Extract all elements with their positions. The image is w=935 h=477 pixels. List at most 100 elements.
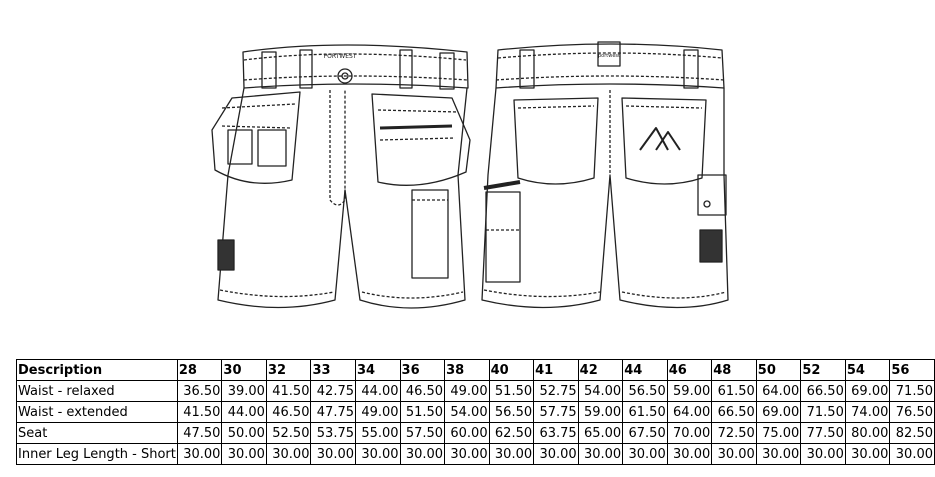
brand-logo-back: portwest bbox=[598, 53, 620, 59]
table-cell: 47.50 bbox=[176, 422, 223, 444]
table-cell: 30.00 bbox=[533, 443, 579, 465]
table-cell: 66.50 bbox=[800, 380, 846, 402]
table-cell: 67.50 bbox=[622, 422, 668, 444]
row-label: Waist - relaxed bbox=[16, 380, 178, 402]
table-cell: 41.50 bbox=[265, 380, 312, 402]
row-label: Seat bbox=[16, 422, 178, 444]
header-size: 38 bbox=[444, 359, 490, 381]
table-cell: 30.00 bbox=[755, 443, 802, 465]
table-cell: 59.00 bbox=[666, 380, 713, 402]
table-cell: 54.00 bbox=[577, 380, 624, 402]
row-label: Waist - extended bbox=[16, 401, 178, 423]
table-cell: 30.00 bbox=[265, 443, 312, 465]
table-cell: 66.50 bbox=[711, 401, 757, 423]
table-cell: 57.75 bbox=[533, 401, 579, 423]
table-cell: 53.75 bbox=[310, 422, 356, 444]
table-cell: 69.00 bbox=[755, 401, 802, 423]
table-cell: 46.50 bbox=[265, 401, 312, 423]
table-cell: 30.00 bbox=[221, 443, 267, 465]
table-cell: 52.50 bbox=[265, 422, 312, 444]
table-cell: 42.75 bbox=[310, 380, 356, 402]
table-cell: 30.00 bbox=[577, 443, 624, 465]
table-cell: 30.00 bbox=[889, 443, 935, 465]
table-cell: 77.50 bbox=[800, 422, 846, 444]
table-cell: 30.00 bbox=[666, 443, 713, 465]
table-cell: 74.00 bbox=[844, 401, 891, 423]
shorts-front-view bbox=[211, 44, 471, 309]
table-cell: 51.50 bbox=[488, 380, 535, 402]
table-cell: 64.00 bbox=[755, 380, 802, 402]
table-cell: 71.50 bbox=[889, 380, 935, 402]
table-cell: 76.50 bbox=[889, 401, 935, 423]
brand-logo: PORTWEST bbox=[324, 53, 357, 60]
table-cell: 61.50 bbox=[622, 401, 668, 423]
table-cell: 75.00 bbox=[755, 422, 802, 444]
header-size: 32 bbox=[265, 359, 312, 381]
header-size: 56 bbox=[889, 359, 935, 381]
table-cell: 30.00 bbox=[622, 443, 668, 465]
header-size: 44 bbox=[622, 359, 668, 381]
shorts-technical-drawings: PORTWEST portwest bbox=[211, 41, 729, 309]
table-cell: 65.00 bbox=[577, 422, 624, 444]
table-cell: 63.75 bbox=[533, 422, 579, 444]
header-size: 40 bbox=[488, 359, 535, 381]
table-cell: 62.50 bbox=[488, 422, 535, 444]
table-cell: 52.75 bbox=[533, 380, 579, 402]
table-cell: 71.50 bbox=[800, 401, 846, 423]
table-cell: 46.50 bbox=[399, 380, 446, 402]
table-cell: 30.00 bbox=[355, 443, 401, 465]
shorts-back-view bbox=[481, 41, 729, 309]
header-size: 46 bbox=[666, 359, 713, 381]
table-cell: 49.00 bbox=[444, 380, 490, 402]
table-cell: 57.50 bbox=[399, 422, 446, 444]
table-cell: 70.00 bbox=[666, 422, 713, 444]
table-cell: 30.00 bbox=[399, 443, 446, 465]
table-cell: 30.00 bbox=[800, 443, 846, 465]
table-cell: 72.50 bbox=[711, 422, 757, 444]
table-cell: 60.00 bbox=[444, 422, 490, 444]
table-cell: 61.50 bbox=[711, 380, 757, 402]
table-cell: 44.00 bbox=[221, 401, 267, 423]
header-size: 36 bbox=[399, 359, 446, 381]
header-size: 33 bbox=[310, 359, 356, 381]
table-cell: 30.00 bbox=[711, 443, 757, 465]
header-size: 48 bbox=[711, 359, 757, 381]
table-cell: 47.75 bbox=[310, 401, 356, 423]
table-cell: 54.00 bbox=[444, 401, 490, 423]
table-cell: 30.00 bbox=[444, 443, 490, 465]
header-size: 52 bbox=[800, 359, 846, 381]
table-cell: 30.00 bbox=[844, 443, 891, 465]
table-cell: 51.50 bbox=[399, 401, 446, 423]
table-cell: 82.50 bbox=[889, 422, 935, 444]
table-cell: 39.00 bbox=[221, 380, 267, 402]
header-size: 30 bbox=[221, 359, 267, 381]
table-cell: 64.00 bbox=[666, 401, 713, 423]
table-cell: 41.50 bbox=[176, 401, 223, 423]
table-cell: 30.00 bbox=[176, 443, 223, 465]
table-cell: 56.50 bbox=[488, 401, 535, 423]
table-cell: 69.00 bbox=[844, 380, 891, 402]
table-cell: 50.00 bbox=[221, 422, 267, 444]
table-cell: 44.00 bbox=[355, 380, 401, 402]
header-size: 28 bbox=[176, 359, 223, 381]
table-cell: 59.00 bbox=[577, 401, 624, 423]
header-size: 42 bbox=[577, 359, 624, 381]
header-size: 41 bbox=[533, 359, 579, 381]
table-cell: 49.00 bbox=[355, 401, 401, 423]
table-cell: 55.00 bbox=[355, 422, 401, 444]
table-cell: 56.50 bbox=[622, 380, 668, 402]
table-cell: 30.00 bbox=[488, 443, 535, 465]
header-size: 54 bbox=[844, 359, 891, 381]
table-cell: 30.00 bbox=[310, 443, 356, 465]
header-size: 50 bbox=[755, 359, 802, 381]
table-cell: 80.00 bbox=[844, 422, 891, 444]
header-size: 34 bbox=[355, 359, 401, 381]
header-description: Description bbox=[16, 359, 178, 381]
row-label: Inner Leg Length - Short bbox=[16, 443, 178, 465]
